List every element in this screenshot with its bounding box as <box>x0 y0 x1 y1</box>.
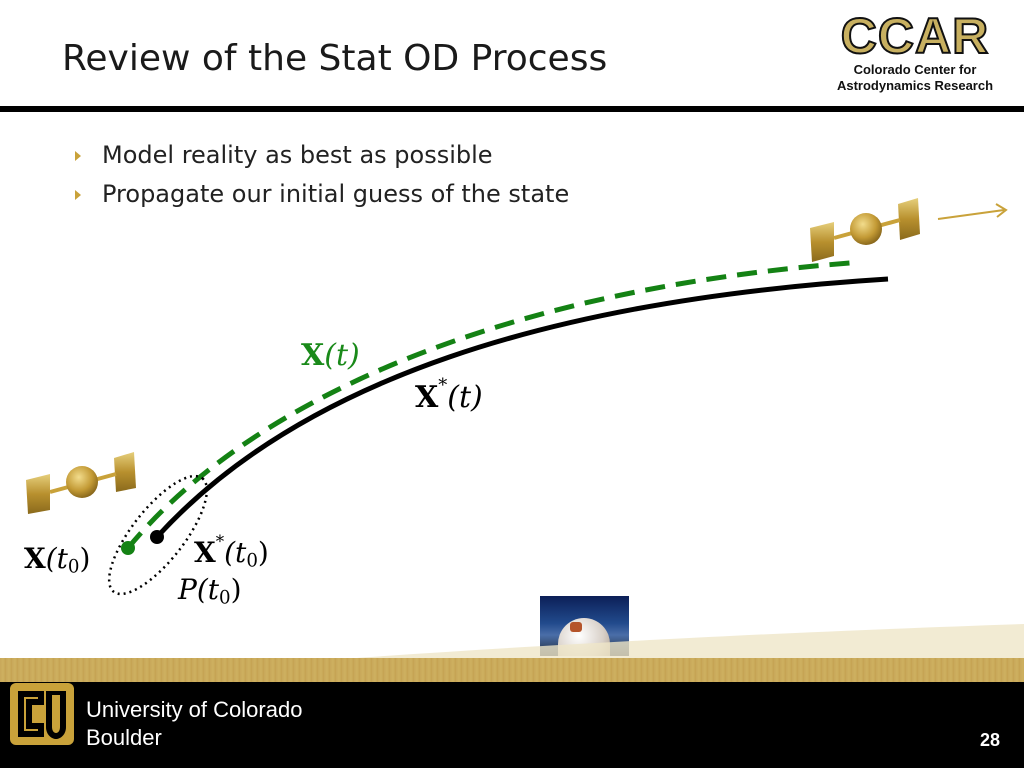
label-symbol: X <box>24 542 46 575</box>
true-trajectory-label: X(t) <box>301 338 360 373</box>
label-argument: (t <box>196 573 220 606</box>
satellite-icon <box>810 198 920 262</box>
label-argument: (t) <box>447 380 483 415</box>
footer-gold-band <box>0 658 1024 682</box>
label-star: * <box>215 530 225 551</box>
ccar-logo-line2: Astrodynamics Research <box>836 78 994 93</box>
velocity-arrow-icon <box>937 203 1008 220</box>
label-subscript: 0 <box>219 587 231 609</box>
bullet-item: Model reality as best as possible <box>75 136 569 175</box>
bullet-text: Propagate our initial guess of the state <box>102 180 570 208</box>
satellite-icon <box>26 452 136 514</box>
ccar-logo: CCAR Colorado Center for Astrodynamics R… <box>820 8 1010 106</box>
ccar-logo-acronym: CCAR <box>840 8 990 64</box>
true-initial-state-label: X(t0) <box>24 542 91 578</box>
label-close: ) <box>79 542 91 575</box>
label-subscript: 0 <box>67 556 80 578</box>
label-symbol: X <box>194 536 216 569</box>
title-divider <box>0 106 1024 112</box>
reference-trajectory <box>155 276 889 539</box>
label-symbol: P <box>178 573 197 606</box>
slide-title: Review of the Stat OD Process <box>62 38 608 79</box>
bullet-list: Model reality as best as possible Propag… <box>75 136 569 214</box>
footer-bar <box>0 682 1024 768</box>
bullet-text: Model reality as best as possible <box>102 141 493 169</box>
bullet-arrow-icon <box>75 189 81 200</box>
university-name-line2: Boulder <box>86 725 162 750</box>
covariance-ellipse <box>107 474 209 596</box>
label-symbol: X <box>415 380 439 415</box>
reference-initial-point <box>150 530 164 544</box>
label-close: ) <box>257 536 269 569</box>
covariance-label: P(t0) <box>178 573 242 609</box>
label-argument: (t <box>224 536 247 569</box>
reference-initial-state-label: X*(t0) <box>194 532 269 572</box>
page-number: 28 <box>979 730 1000 750</box>
label-subscript: 0 <box>246 550 258 572</box>
observatory-slit <box>570 622 582 632</box>
label-argument: (t) <box>324 338 360 373</box>
true-initial-point <box>121 541 135 555</box>
bullet-item: Propagate our initial guess of the state <box>75 175 569 214</box>
label-star: * <box>438 374 448 396</box>
reference-trajectory-label: X*(t) <box>415 376 483 415</box>
label-argument: (t <box>45 542 68 575</box>
university-name: University of Colorado Boulder <box>86 696 302 752</box>
university-name-line1: University of Colorado <box>86 697 303 722</box>
ccar-logo-line1: Colorado Center for <box>853 62 977 77</box>
label-symbol: X <box>301 338 325 373</box>
label-close: ) <box>230 573 242 606</box>
bullet-arrow-icon <box>75 150 81 161</box>
